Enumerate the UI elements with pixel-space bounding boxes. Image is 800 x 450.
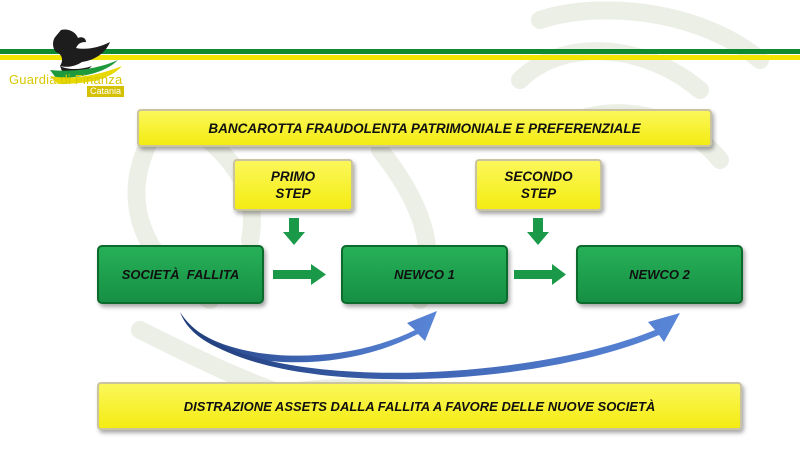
- step2-line1: SECONDO: [504, 169, 573, 184]
- header-stripe-yellow: [0, 55, 800, 60]
- node-label: SOCIETÀ FALLITA: [121, 267, 240, 282]
- step2-box: SECONDO STEP: [475, 159, 602, 211]
- node-newco-1: NEWCO 1: [341, 245, 508, 304]
- step2-line2: STEP: [520, 186, 557, 201]
- logo-text: Guardia di Finanza: [9, 72, 123, 87]
- down-arrow-step2: [527, 218, 549, 245]
- griffin-logo-icon: [50, 29, 122, 84]
- down-arrow-step1: [283, 218, 305, 245]
- title-text: BANCAROTTA FRAUDOLENTA PATRIMONIALE E PR…: [208, 120, 641, 136]
- step1-line2: STEP: [275, 186, 311, 201]
- node-societa-fallita: SOCIETÀ FALLITA: [97, 245, 264, 304]
- step1-box: PRIMO STEP: [233, 159, 353, 211]
- footer-text: DISTRAZIONE ASSETS DALLA FALLITA A FAVOR…: [183, 398, 656, 414]
- header-stripe-green: [0, 49, 800, 54]
- title-box: BANCAROTTA FRAUDOLENTA PATRIMONIALE E PR…: [137, 109, 712, 147]
- logo-subtext: Catania: [87, 86, 125, 97]
- node-label: NEWCO 1: [394, 267, 455, 282]
- right-arrow-1: [273, 264, 326, 285]
- node-label: NEWCO 2: [629, 267, 690, 282]
- node-newco-2: NEWCO 2: [576, 245, 743, 304]
- step1-line1: PRIMO: [270, 169, 316, 184]
- footer-box: DISTRAZIONE ASSETS DALLA FALLITA A FAVOR…: [97, 382, 742, 430]
- curved-arrow-to-newco1: [180, 311, 437, 363]
- curved-arrow-to-newco2: [180, 312, 680, 380]
- right-arrow-2: [514, 264, 566, 285]
